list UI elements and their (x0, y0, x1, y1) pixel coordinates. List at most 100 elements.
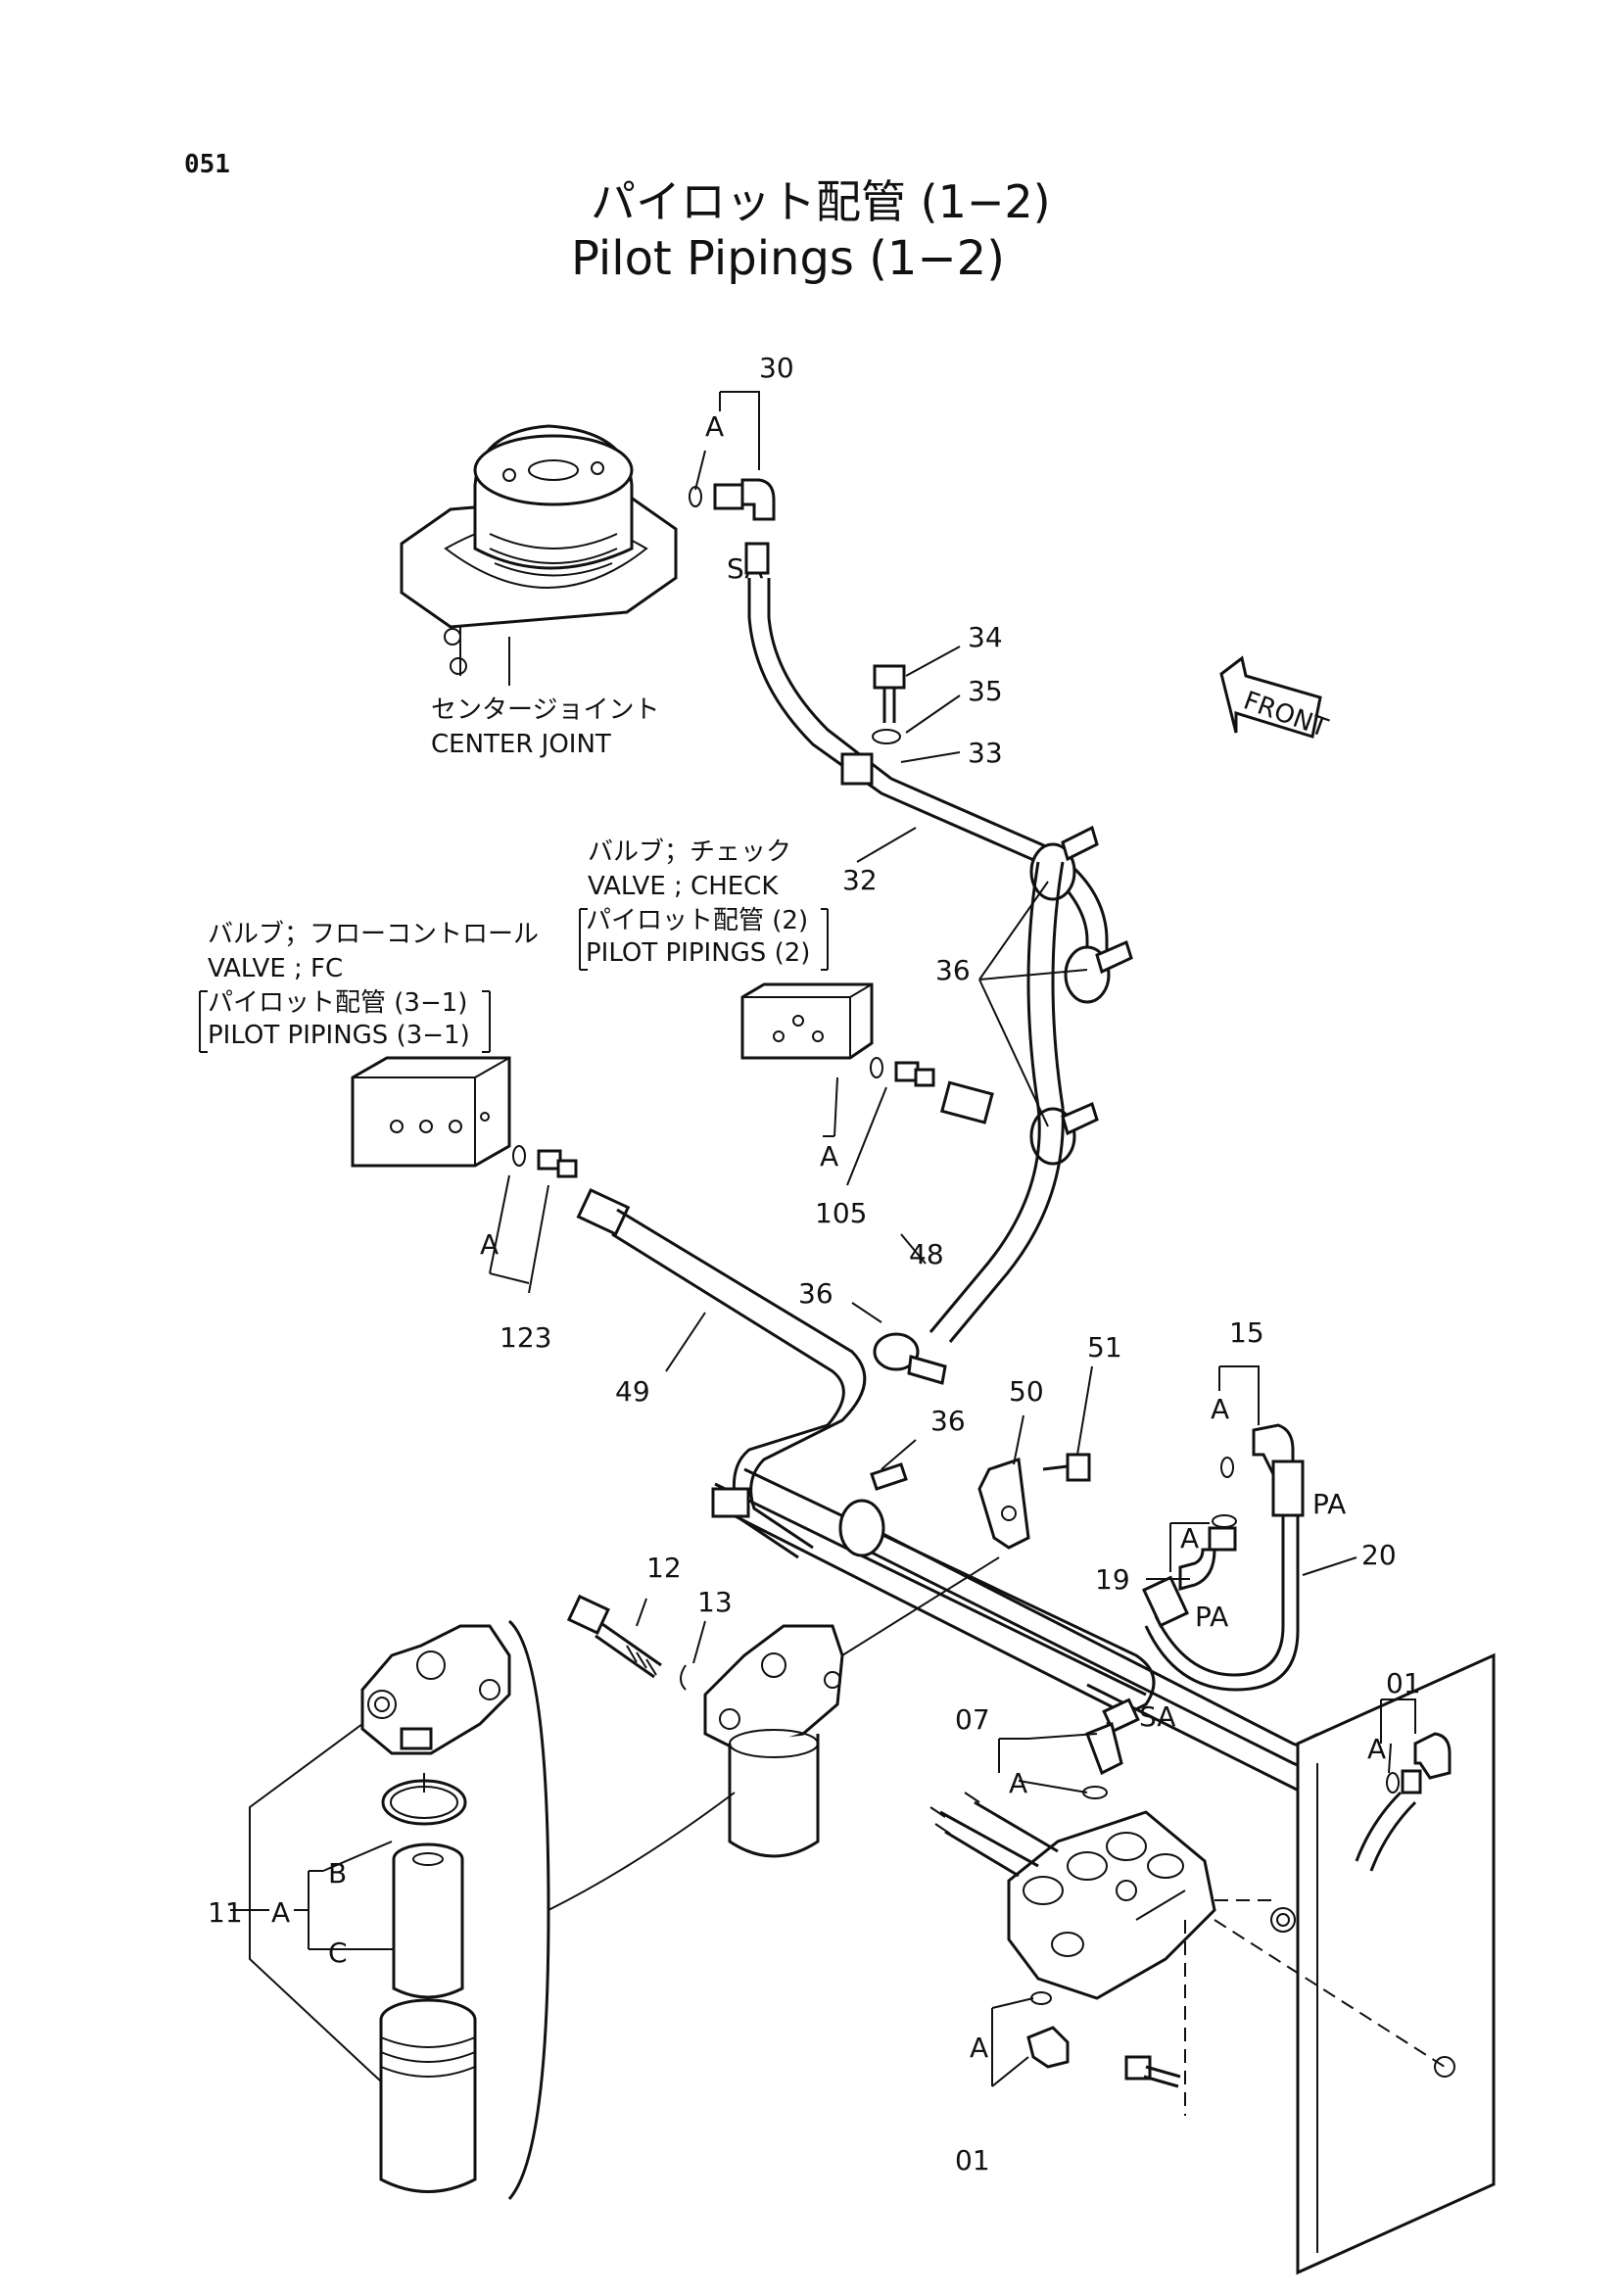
elbow-fitting-01-bottom (1026, 1991, 1070, 2069)
part-number-15: 15 (1229, 1316, 1264, 1349)
part-number-01-top: 01 (1386, 1667, 1421, 1699)
part-number-36-b: 36 (798, 1277, 833, 1310)
fc-valve-label-jp: バルブ；フローコントロール (208, 920, 539, 949)
part-number-33: 33 (968, 737, 1003, 769)
port-pa-elbow: PA (1195, 1601, 1228, 1633)
filter-case (379, 1998, 477, 2193)
letter-a-01-bottom: A (970, 2032, 988, 2064)
part-number-13: 13 (697, 1586, 733, 1618)
elbow-fitting-30 (689, 478, 776, 521)
part-number-105: 105 (815, 1197, 867, 1229)
title-japanese: パイロット配管 (1−2) (591, 175, 1051, 228)
front-arrow-icon: FRONT (1219, 655, 1331, 743)
leader-07 (998, 1733, 1098, 1794)
leader-exploded (548, 1792, 736, 1911)
part-number-32: 32 (842, 864, 878, 896)
letter-b-11: B (328, 1857, 347, 1889)
leader-30-a (694, 450, 706, 491)
leader-30 (719, 391, 760, 470)
bolt-51 (1042, 1453, 1091, 1482)
check-valve-block (740, 982, 935, 1087)
leader-19-a (1169, 1522, 1210, 1572)
leader-filter-bundle (841, 1556, 1000, 1656)
leader-33 (900, 751, 961, 763)
letter-c-11: C (328, 1937, 348, 1969)
leader-36-mid (851, 1302, 882, 1323)
exploded-view-bracket (507, 1619, 550, 2200)
washer-13 (680, 1664, 687, 1691)
filter-head-assembled (703, 1624, 844, 1858)
leader-49 (665, 1312, 706, 1372)
part-number-34: 34 (968, 621, 1003, 653)
leader-105 (823, 1076, 887, 1186)
leader-123 (489, 1174, 549, 1294)
page-number: 051 (184, 150, 230, 179)
center-joint-label-jp: センタージョイント (431, 695, 659, 725)
bolt-34 (873, 664, 906, 723)
check-ref-bracket (579, 908, 829, 971)
part-number-36-a: 36 (935, 954, 971, 986)
letter-a-19: A (1180, 1522, 1199, 1555)
check-valve-ref-jp: パイロット配管 (2) (586, 906, 808, 935)
bracket-11-outline (249, 1723, 382, 2082)
elbow-fitting-01-top (1355, 1732, 1452, 1872)
letter-a-07: A (1009, 1767, 1027, 1799)
leader-36-fan (978, 881, 1088, 1127)
fc-valve-label-en: VALVE ; FC (208, 954, 343, 983)
letter-a-30: A (705, 410, 724, 443)
part-number-123: 123 (500, 1321, 551, 1354)
bracket-50 (977, 1457, 1030, 1550)
leader-51 (1076, 1365, 1093, 1456)
letter-a-11: A (271, 1896, 290, 1929)
bolt-12 (566, 1594, 662, 1679)
leader-01-bottom (991, 1997, 1034, 2087)
clamp-36-lower (838, 1462, 908, 1557)
leader-15 (1218, 1365, 1260, 1425)
leader-36-low (881, 1439, 917, 1470)
port-sa-valve: SA (1139, 1700, 1175, 1733)
part-number-01-bottom: 01 (955, 2144, 990, 2176)
leader-48 (900, 1233, 927, 1265)
part-number-50: 50 (1009, 1375, 1044, 1408)
letter-a-01-top: A (1367, 1733, 1386, 1765)
leader-32 (856, 827, 917, 863)
center-joint-drawing (400, 424, 678, 686)
pipe-32 (747, 578, 1109, 980)
dashed-line-3 (1214, 1919, 1446, 2068)
part-number-07: 07 (955, 1703, 990, 1736)
fc-valve-block (351, 1056, 578, 1178)
fitting-sa-top (744, 542, 770, 575)
part-number-49: 49 (615, 1375, 650, 1408)
fc-valve-ref-jp: パイロット配管 (3−1) (208, 988, 467, 1018)
leader-35 (905, 694, 961, 734)
mounting-plate (1270, 1652, 1496, 2275)
hose-20 (1141, 1459, 1305, 1692)
part-number-51: 51 (1087, 1331, 1122, 1363)
filter-head-exploded (360, 1624, 511, 1755)
part-number-48: 48 (909, 1238, 944, 1270)
leader-50 (1013, 1414, 1024, 1465)
letter-a-15: A (1211, 1393, 1229, 1425)
clamp-36-group-upper (1029, 825, 1133, 1166)
part-number-30: 30 (759, 352, 794, 384)
letter-a-105: A (820, 1140, 838, 1172)
bracket-11-a (308, 1841, 394, 1950)
washer-35 (872, 729, 901, 744)
part-number-36-c: 36 (930, 1405, 966, 1437)
leader-01-top (1380, 1698, 1416, 1774)
elbow-fitting-07 (1082, 1698, 1140, 1799)
fc-valve-ref-en: PILOT PIPINGS (3−1) (208, 1021, 470, 1050)
part-number-12: 12 (646, 1552, 682, 1584)
leader-12 (636, 1598, 647, 1627)
filter-element-c (392, 1842, 464, 1999)
title-english: Pilot Pipings (1−2) (571, 231, 1005, 286)
part-number-20: 20 (1361, 1539, 1397, 1571)
check-valve-label-jp: バルブ；チェック (588, 837, 791, 867)
letter-a-123: A (480, 1228, 499, 1261)
check-valve-ref-en: PILOT PIPINGS (2) (586, 938, 810, 968)
port-pa-hose: PA (1312, 1488, 1346, 1520)
leader-20 (1302, 1556, 1357, 1576)
fc-ref-bracket (199, 990, 491, 1053)
mount-bolt (1124, 2055, 1181, 2088)
